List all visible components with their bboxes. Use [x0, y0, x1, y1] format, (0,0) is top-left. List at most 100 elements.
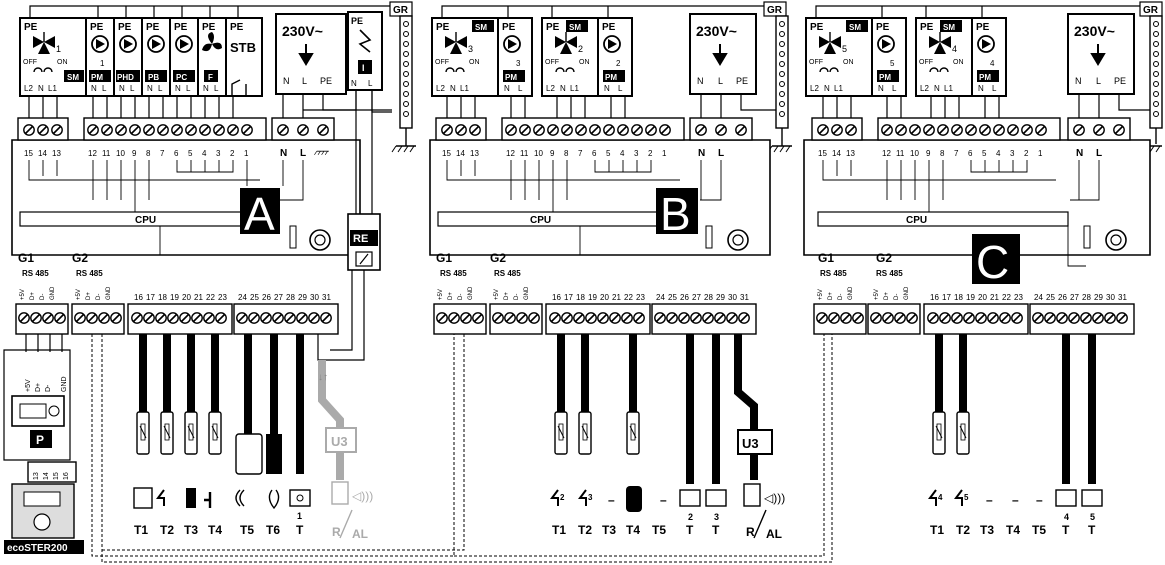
svg-text:10: 10: [534, 149, 543, 158]
module-letter: C: [976, 236, 1009, 288]
svg-text:4: 4: [620, 149, 625, 158]
module-c: PE SM 5 OFF ON L2 N L1 PE 5 PM N L PE SM…: [803, 1, 1163, 537]
svg-text:–: –: [608, 493, 615, 507]
pe-label: PE: [320, 76, 332, 86]
sm-label: SM: [475, 23, 487, 32]
module-b: PE SM 3 OFF ON L2 N L1 PE 3 PM N L PE SM…: [429, 1, 793, 541]
re-label: RE: [353, 233, 368, 245]
svg-text:R: R: [746, 525, 755, 539]
svg-text:GND: GND: [468, 286, 474, 300]
svg-text:24: 24: [238, 293, 247, 302]
svg-text:ecoSTER200: ecoSTER200: [7, 543, 68, 554]
svg-text:+5V: +5V: [25, 379, 32, 392]
pe-label: PE: [118, 22, 132, 33]
gr-label: GR: [767, 5, 783, 16]
svg-text:30: 30: [310, 293, 319, 302]
svg-text:D-: D-: [514, 294, 520, 300]
svg-text:6: 6: [592, 149, 597, 158]
grey-arrows: ↓↑: [318, 372, 328, 383]
heater-icon: [358, 29, 372, 53]
n-label: N: [203, 84, 209, 93]
svg-text:24: 24: [1034, 293, 1043, 302]
l-label: L: [158, 84, 163, 93]
svg-text:9: 9: [132, 149, 137, 158]
off-label: OFF: [809, 59, 823, 66]
pe-label: PE: [920, 22, 934, 33]
svg-text:20: 20: [600, 293, 609, 302]
pump-box-pm5: [871, 17, 907, 97]
pump-box-pm3: [497, 17, 533, 97]
svg-text:5: 5: [606, 149, 611, 158]
stb-switch-icon: [231, 79, 247, 96]
svg-text:2: 2: [688, 512, 693, 522]
l1-label: L1: [48, 84, 57, 93]
l2-label: L2: [810, 84, 819, 93]
l2-label: L2: [920, 84, 929, 93]
n-label: N: [504, 84, 510, 93]
sensor-labels: T1 T2 T3 T4 T5 T6 T 1: [134, 511, 304, 537]
svg-text:12: 12: [506, 149, 515, 158]
svg-text:5: 5: [1090, 512, 1095, 522]
svg-text:D+: D+: [828, 292, 834, 300]
svg-text:D-: D-: [894, 294, 900, 300]
module-letter-badge: [240, 188, 280, 234]
icons-row-c: [928, 489, 1103, 507]
svg-text:22: 22: [206, 293, 215, 302]
svg-text:15: 15: [442, 149, 451, 158]
sensor-cables: [136, 333, 304, 475]
u3-label: U3: [742, 436, 759, 451]
arrow-down-icon: [298, 44, 314, 66]
svg-text:GND: GND: [524, 286, 530, 300]
pe-label: PE: [810, 22, 824, 33]
n-label: N: [175, 84, 181, 93]
svg-text:16: 16: [552, 293, 561, 302]
phd-label: PHD: [117, 73, 134, 82]
svg-text:+5V: +5V: [494, 289, 500, 300]
svg-text:+5V: +5V: [20, 289, 26, 300]
l-label: L: [518, 84, 523, 93]
l1-label: L1: [570, 84, 579, 93]
svg-text:11: 11: [520, 149, 529, 158]
cpu-label: CPU: [530, 215, 551, 226]
svg-text:3: 3: [714, 512, 719, 522]
svg-text:D+: D+: [884, 292, 890, 300]
valve-number: 3: [468, 44, 473, 54]
svg-text:28: 28: [704, 293, 713, 302]
svg-text:GND: GND: [50, 286, 56, 300]
svg-text:D-: D-: [96, 294, 102, 300]
n-label: N: [91, 84, 97, 93]
svg-text:T: T: [1062, 523, 1070, 537]
stb-label: STB: [230, 40, 256, 55]
svg-text:+5V: +5V: [818, 289, 824, 300]
svg-text:D+: D+: [504, 292, 510, 300]
svg-text:T4: T4: [626, 523, 640, 537]
pm-label: PM: [91, 73, 103, 82]
svg-text:7: 7: [160, 149, 165, 158]
power-box: [1067, 13, 1135, 95]
l-label: L: [618, 84, 623, 93]
svg-text:GND: GND: [61, 376, 68, 392]
off-label: OFF: [23, 59, 37, 66]
svg-text:29: 29: [1094, 293, 1103, 302]
off-label: OFF: [919, 59, 933, 66]
pe-label: PE: [1114, 76, 1126, 86]
l2-label: L2: [24, 84, 33, 93]
off-label: OFF: [435, 59, 449, 66]
on-label: ON: [843, 59, 854, 66]
svg-text:10: 10: [116, 149, 125, 158]
svg-text:4: 4: [202, 149, 207, 158]
sm-badge: [64, 70, 84, 82]
pb-label: PB: [148, 73, 159, 82]
pin-numbers-top: 15 14 13 12 11 10 9 8 7 6 5 4 3 2 1 N L: [818, 148, 1102, 159]
svg-text:T: T: [712, 523, 720, 537]
svg-text:T4: T4: [1006, 523, 1020, 537]
n-label: N: [450, 84, 456, 93]
svg-text:3: 3: [216, 149, 221, 158]
svg-text:18: 18: [954, 293, 963, 302]
on-label: ON: [469, 59, 480, 66]
svg-text:21: 21: [990, 293, 999, 302]
rs485-label: RS 485: [876, 269, 903, 278]
u3-cable-grey: [318, 360, 344, 428]
svg-text:24: 24: [656, 293, 665, 302]
